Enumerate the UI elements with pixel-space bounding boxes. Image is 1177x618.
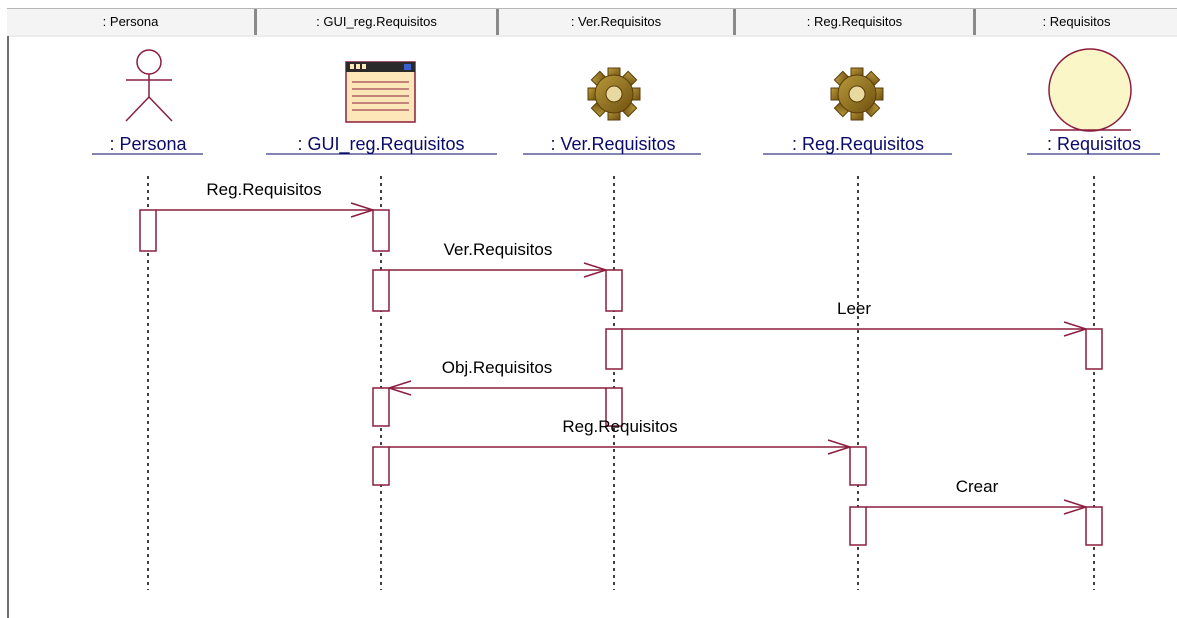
activation-box[interactable] — [605, 387, 623, 427]
activation-box[interactable] — [372, 269, 390, 312]
activation-box[interactable] — [605, 269, 623, 312]
message-label: Crear — [956, 477, 999, 496]
activation-box[interactable] — [372, 446, 390, 486]
boundary-window-icon[interactable] — [345, 61, 416, 123]
activation-box[interactable] — [605, 328, 623, 370]
lifeline-label-ver-requisitos[interactable]: : Ver.Requisitos — [550, 134, 675, 154]
activation-box[interactable] — [372, 387, 390, 427]
message-arrow-reg-requisitos-1[interactable] — [156, 202, 376, 218]
message-label: Leer — [837, 299, 871, 318]
header-cell-reg-requisitos[interactable]: : Reg.Requisitos — [736, 9, 976, 35]
actor-icon[interactable] — [125, 49, 173, 122]
message-arrow-crear[interactable] — [866, 499, 1089, 515]
control-gear-icon[interactable] — [587, 67, 641, 121]
lifeline-header-bar: : Persona : GUI_reg.Requisitos : Ver.Req… — [7, 8, 1177, 37]
message-arrow-reg-requisitos-2[interactable] — [389, 439, 853, 455]
control-gear-icon[interactable] — [830, 67, 884, 121]
message-label: Reg.Requisitos — [562, 417, 677, 436]
message-arrow-ver-requisitos[interactable] — [389, 262, 609, 278]
header-cell-gui-reg-requisitos[interactable]: : GUI_reg.Requisitos — [257, 9, 499, 35]
lifeline-label-gui-reg-requisitos[interactable]: : GUI_reg.Requisitos — [297, 134, 464, 155]
header-cell-ver-requisitos[interactable]: : Ver.Requisitos — [499, 9, 736, 35]
left-border — [7, 36, 9, 618]
entity-circle-icon[interactable] — [1048, 48, 1132, 132]
activation-box[interactable] — [849, 446, 867, 486]
message-arrow-obj-requisitos[interactable] — [386, 380, 606, 396]
lifeline-label-persona[interactable]: : Persona — [109, 134, 187, 154]
message-arrow-leer[interactable] — [622, 321, 1089, 337]
lifeline-label-requisitos[interactable]: : Requisitos — [1047, 134, 1141, 154]
message-label: Ver.Requisitos — [444, 240, 553, 259]
activation-box[interactable] — [372, 209, 390, 252]
activation-box[interactable] — [849, 506, 867, 546]
activation-box[interactable] — [1085, 328, 1103, 370]
lifeline-label-reg-requisitos[interactable]: : Reg.Requisitos — [792, 134, 924, 154]
activation-box[interactable] — [1085, 506, 1103, 546]
message-label: Reg.Requisitos — [206, 180, 321, 199]
header-cell-requisitos[interactable]: : Requisitos — [976, 9, 1177, 35]
message-label: Obj.Requisitos — [442, 358, 553, 377]
header-cell-persona[interactable]: : Persona — [7, 9, 257, 35]
activation-box[interactable] — [139, 209, 157, 252]
